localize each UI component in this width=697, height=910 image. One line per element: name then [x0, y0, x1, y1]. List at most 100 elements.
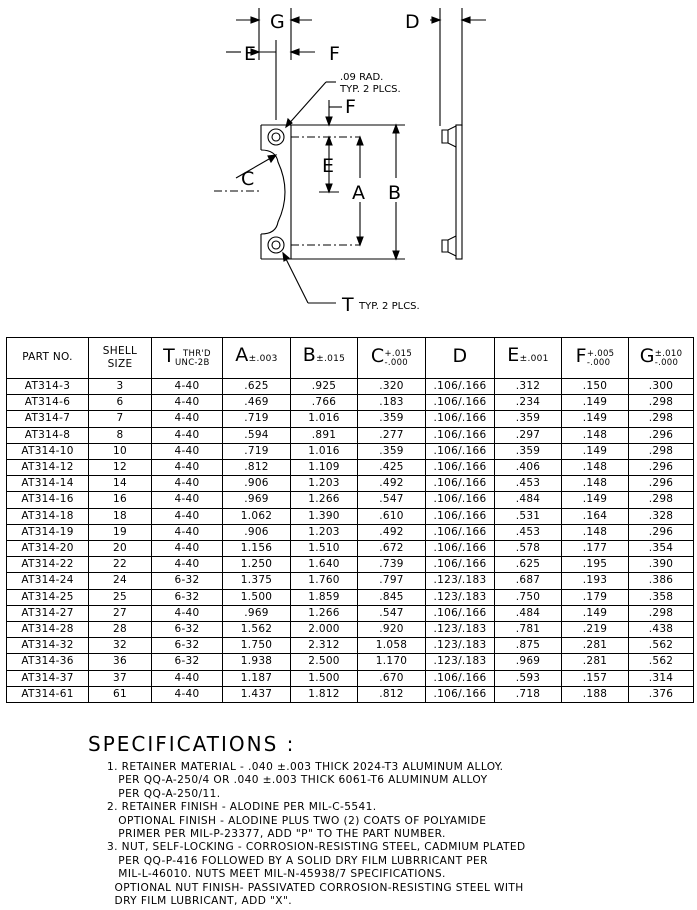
cell-c: .359 [357, 442, 426, 461]
label-a: A [352, 182, 365, 204]
cell-a: .969 [222, 604, 291, 623]
cell-a: .625 [222, 377, 291, 396]
cell-f: .157 [561, 669, 629, 687]
cell-c: 1.170 [357, 653, 426, 671]
cell-d: .123/.183 [425, 653, 495, 671]
label-f-side: F [345, 96, 356, 118]
header-b: B±.015 [290, 337, 358, 379]
cell-e: .781 [494, 621, 562, 639]
cell-part-no: AT314-6 [6, 394, 89, 412]
cell-d: .106/.166 [425, 442, 495, 461]
cell-e: .453 [494, 475, 562, 493]
cell-part-no: AT314-16 [6, 491, 89, 509]
cell-a: .812 [222, 459, 291, 477]
cell-e: .531 [494, 507, 562, 525]
cell-part-no: AT314-61 [6, 685, 89, 704]
t-note-text: TYP. 2 PLCS. [358, 301, 420, 312]
cell-f: .148 [561, 426, 629, 444]
radius-note: .09 RAD. TYP. 2 PLCS. [285, 72, 401, 129]
cell-shell-size: 61 [88, 685, 152, 704]
cell-d: .123/.183 [425, 572, 495, 590]
cell-f: .281 [561, 653, 629, 671]
cell-e: .453 [494, 523, 562, 542]
cell-g: .300 [628, 377, 694, 396]
cell-c: .492 [357, 475, 426, 493]
cell-b: 1.016 [290, 410, 358, 428]
cell-thread: 6-32 [151, 637, 223, 655]
cell-g: .296 [628, 426, 694, 444]
side-view: D [405, 8, 486, 260]
cell-d: .106/.166 [425, 685, 495, 704]
cell-g: .386 [628, 572, 694, 590]
cell-thread: 4-40 [151, 669, 223, 687]
cell-e: .484 [494, 604, 562, 623]
cell-c: .672 [357, 540, 426, 558]
cell-shell-size: 18 [88, 507, 152, 525]
cell-g: .354 [628, 540, 694, 558]
cell-e: .359 [494, 442, 562, 461]
t-note-letter: T [341, 294, 354, 316]
cell-e: .312 [494, 377, 562, 396]
cell-a: 1.938 [222, 653, 291, 671]
cell-f: .177 [561, 540, 629, 558]
cell-part-no: AT314-28 [6, 621, 89, 639]
cell-g: .358 [628, 588, 694, 606]
cell-a: .594 [222, 426, 291, 444]
specifications-text: 1. RETAINER MATERIAL - .040 ±.003 THICK … [107, 761, 526, 908]
cell-g: .298 [628, 410, 694, 428]
cell-thread: 4-40 [151, 685, 223, 704]
specification-line: 2. RETAINER FINISH - ALODINE PER MIL-C-5… [107, 801, 377, 814]
cell-a: 1.250 [222, 556, 291, 574]
cell-e: .718 [494, 685, 562, 704]
cell-f: .281 [561, 637, 629, 655]
cell-b: 1.640 [290, 556, 358, 574]
header-part-no: PART NO. [6, 337, 89, 379]
cell-thread: 4-40 [151, 442, 223, 461]
label-e-top: E [244, 43, 256, 65]
specification-line: OPTIONAL NUT FINISH- PASSIVATED CORROSIO… [107, 881, 524, 894]
specification-line: PER QQ-P-416 FOLLOWED BY A SOLID DRY FIL… [107, 854, 488, 867]
header-f: F+.005-.000 [561, 337, 629, 379]
cell-a: 1.375 [222, 572, 291, 590]
cell-b: 1.859 [290, 588, 358, 606]
cell-thread: 6-32 [151, 572, 223, 590]
cell-shell-size: 24 [88, 572, 152, 590]
cell-c: .320 [357, 377, 426, 396]
cell-g: .296 [628, 459, 694, 477]
cell-d: .106/.166 [425, 540, 495, 558]
cell-e: .625 [494, 556, 562, 574]
cell-shell-size: 25 [88, 588, 152, 606]
cell-d: .106/.166 [425, 491, 495, 509]
cell-d: .106/.166 [425, 669, 495, 687]
cell-d: .106/.166 [425, 394, 495, 412]
cell-thread: 4-40 [151, 604, 223, 623]
cell-thread: 4-40 [151, 459, 223, 477]
cell-b: .925 [290, 377, 358, 396]
label-e-side: E [322, 155, 334, 177]
cell-a: .969 [222, 491, 291, 509]
cell-g: .562 [628, 653, 694, 671]
cell-d: .106/.166 [425, 556, 495, 574]
cell-part-no: AT314-32 [6, 637, 89, 655]
cell-b: 2.312 [290, 637, 358, 655]
label-g: G [270, 11, 285, 33]
cell-shell-size: 19 [88, 523, 152, 542]
cell-thread: 4-40 [151, 394, 223, 412]
cell-d: .106/.166 [425, 459, 495, 477]
cell-c: 1.058 [357, 637, 426, 655]
cell-a: .719 [222, 410, 291, 428]
cell-f: .193 [561, 572, 629, 590]
cell-part-no: AT314-14 [6, 475, 89, 493]
cell-a: 1.062 [222, 507, 291, 525]
dimension-g: G [236, 8, 312, 60]
cell-b: 1.203 [290, 475, 358, 493]
cell-e: .359 [494, 410, 562, 428]
cell-shell-size: 6 [88, 394, 152, 412]
cell-e: .578 [494, 540, 562, 558]
cell-b: 1.266 [290, 604, 358, 623]
